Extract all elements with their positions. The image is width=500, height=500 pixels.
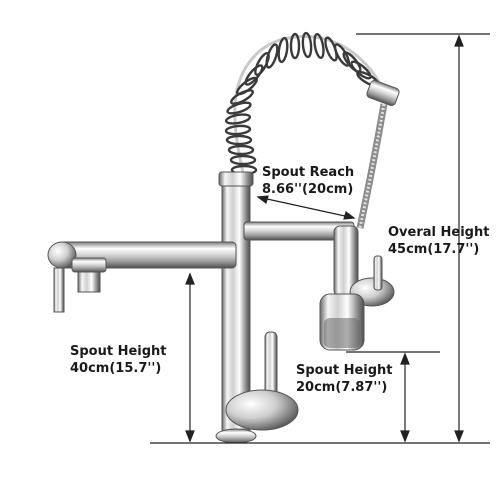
spring-coil: [224, 31, 386, 179]
sprayer-spout-height-label: Spout Height 20cm(7.87''): [296, 362, 393, 396]
sprayer-spout-height-value: 20cm(7.87''): [296, 380, 388, 395]
spout-outlet-left: [53, 267, 65, 313]
braided-hose: [356, 103, 388, 229]
main-spout-height-label: Spout Height 40cm(15.7''): [70, 343, 167, 377]
spout-reach-label: Spout Reach 8.66''(20cm): [262, 164, 354, 198]
dimension-lines: [150, 33, 490, 444]
spout-reach-value: 8.66''(20cm): [262, 182, 354, 197]
main-spout-height-value: 40cm(15.7''): [70, 361, 162, 376]
sprayer-lever: [373, 255, 383, 291]
sprayer-spout-height-title: Spout Height: [296, 363, 393, 378]
handle-base: [225, 389, 299, 431]
faucet-base: [215, 428, 257, 444]
spout-reach-arrow: [257, 196, 355, 219]
spout-reach-title: Spout Reach: [262, 165, 355, 180]
overall-height-title: Overal Height: [388, 225, 490, 240]
main-spout-height-title: Spout Height: [70, 344, 167, 359]
overall-height-value: 45cm(17.7''): [388, 242, 480, 257]
overall-height-label: Overal Height 45cm(17.7''): [388, 224, 489, 258]
handle-lever: [264, 331, 278, 399]
coil-holder: [366, 80, 400, 106]
faucet-body: [221, 171, 251, 433]
